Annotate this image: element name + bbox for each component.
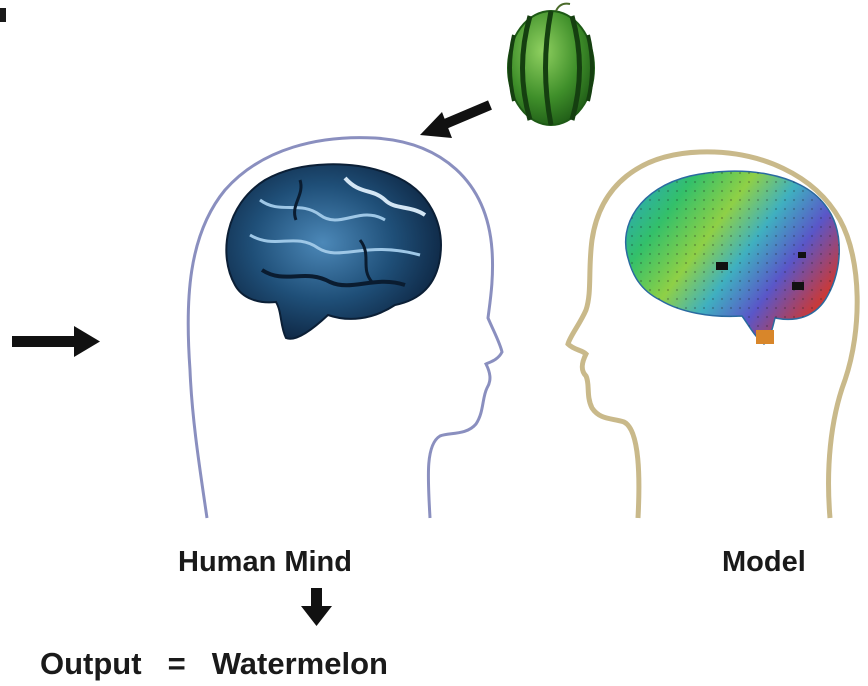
output-label: Output bbox=[40, 646, 142, 682]
output-row: Output = Watermelon bbox=[40, 646, 388, 682]
watermelon-icon bbox=[508, 4, 594, 125]
arrow-icon bbox=[12, 326, 100, 357]
corner-mark bbox=[0, 8, 6, 22]
arrow-icon bbox=[420, 105, 490, 138]
human-mind-label: Human Mind bbox=[178, 546, 352, 579]
heatmap-brain-icon bbox=[626, 171, 840, 344]
model-label: Model bbox=[722, 546, 806, 579]
blue-brain-icon bbox=[226, 164, 441, 338]
output-value: Watermelon bbox=[212, 646, 388, 682]
arrow-icon bbox=[301, 588, 332, 626]
equals-sign: = bbox=[168, 646, 186, 682]
